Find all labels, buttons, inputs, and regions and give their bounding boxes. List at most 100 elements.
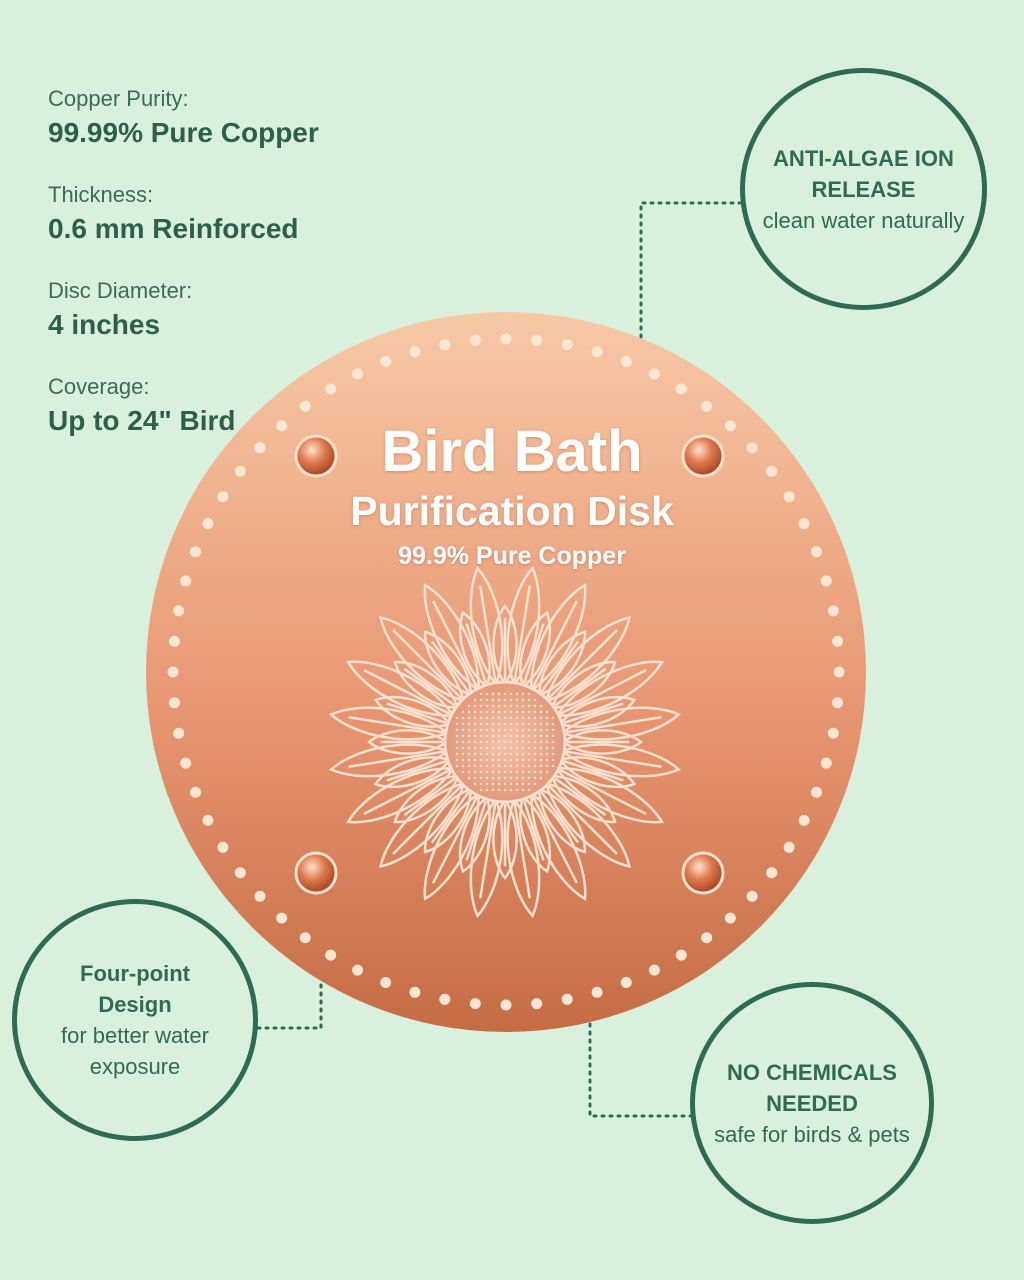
spec-label: Disc Diameter: bbox=[48, 278, 193, 303]
petal-vein bbox=[566, 750, 662, 768]
petal-vein bbox=[348, 750, 444, 768]
seed-dot bbox=[455, 764, 459, 768]
seed-dot bbox=[485, 710, 489, 714]
seed-dot bbox=[521, 698, 525, 702]
perimeter-dot bbox=[173, 727, 185, 739]
seed-dot bbox=[479, 758, 483, 762]
seed-dot bbox=[509, 710, 513, 714]
callout-title: Four-point Design bbox=[80, 961, 190, 1017]
callout-body: clean water naturally bbox=[762, 207, 965, 233]
seed-dot bbox=[491, 692, 495, 696]
perimeter-dot bbox=[798, 814, 810, 826]
seed-dot bbox=[527, 704, 531, 708]
seed-dot bbox=[455, 728, 459, 732]
seed-dot bbox=[533, 716, 537, 720]
seed-dot bbox=[521, 728, 525, 732]
seed-dot bbox=[509, 734, 513, 738]
seed-dot bbox=[521, 788, 525, 792]
seed-dot bbox=[497, 752, 501, 756]
perimeter-dot bbox=[168, 697, 180, 709]
petal bbox=[506, 565, 541, 688]
perimeter-dot bbox=[380, 977, 392, 988]
seed-dot bbox=[485, 740, 489, 744]
seed-dot bbox=[551, 740, 555, 744]
seed-dot bbox=[497, 716, 501, 720]
petal bbox=[346, 660, 456, 717]
seed-dot bbox=[485, 746, 489, 750]
petal-vein bbox=[566, 716, 662, 734]
seed-dot bbox=[527, 776, 531, 780]
petal-vein bbox=[513, 803, 531, 899]
perimeter-dot bbox=[167, 666, 179, 678]
seed-dot bbox=[527, 722, 531, 726]
petal-vein bbox=[547, 784, 618, 855]
seed-dot bbox=[485, 770, 489, 774]
seed-dot bbox=[533, 722, 537, 726]
seed-dot bbox=[467, 764, 471, 768]
petal-vein bbox=[563, 759, 624, 782]
seed-dot bbox=[551, 764, 555, 768]
petal bbox=[557, 756, 637, 789]
seed-dot bbox=[551, 716, 555, 720]
spec-label: Coverage: bbox=[48, 374, 150, 399]
seed-dot bbox=[509, 728, 513, 732]
seed-dot bbox=[545, 752, 549, 756]
spec-thickness: Thickness: 0.6 mm Reinforced bbox=[48, 180, 319, 248]
petal-vein bbox=[386, 759, 447, 782]
seed-dot bbox=[467, 722, 471, 726]
seed-dot bbox=[467, 758, 471, 762]
perimeter-dot bbox=[648, 368, 660, 380]
seed-dot bbox=[485, 752, 489, 756]
perimeter-dot bbox=[827, 605, 839, 617]
petal-vein bbox=[432, 600, 478, 688]
petal-vein bbox=[522, 800, 545, 861]
seed-dot bbox=[539, 752, 543, 756]
petal-vein bbox=[540, 640, 580, 693]
perimeter-dot bbox=[766, 465, 778, 477]
seed-dot bbox=[479, 782, 483, 786]
seed-dot bbox=[533, 740, 537, 744]
seed-dot bbox=[551, 758, 555, 762]
seed-dot bbox=[527, 710, 531, 714]
seed-dot bbox=[509, 758, 513, 762]
seed-dot bbox=[485, 728, 489, 732]
seed-dot bbox=[461, 764, 465, 768]
petal bbox=[423, 583, 480, 693]
petal-vein bbox=[392, 629, 463, 700]
petal bbox=[423, 791, 480, 901]
seed-dot bbox=[551, 728, 555, 732]
seed-dot bbox=[515, 722, 519, 726]
seed-dot bbox=[545, 734, 549, 738]
perimeter-dot bbox=[234, 465, 246, 477]
petal bbox=[506, 796, 541, 919]
seed-dot bbox=[467, 716, 471, 720]
perimeter-dot bbox=[325, 383, 337, 395]
seed-dot bbox=[491, 776, 495, 780]
petal bbox=[458, 794, 491, 874]
seed-dot bbox=[539, 722, 543, 726]
seed-dot bbox=[533, 752, 537, 756]
seed-dot bbox=[521, 692, 525, 696]
seed-dot bbox=[473, 758, 477, 762]
petal bbox=[530, 791, 587, 901]
seed-dot bbox=[497, 788, 501, 792]
spec-value: 99.99% Pure Copper bbox=[48, 117, 319, 148]
seed-dot bbox=[461, 746, 465, 750]
seed-dot bbox=[515, 716, 519, 720]
perimeter-dot bbox=[724, 420, 736, 432]
perimeter-dot bbox=[833, 666, 845, 678]
seed-dot bbox=[497, 770, 501, 774]
seed-dot bbox=[491, 716, 495, 720]
seed-dot bbox=[491, 704, 495, 708]
seed-dot bbox=[533, 782, 537, 786]
seed-dot bbox=[491, 722, 495, 726]
perimeter-dot bbox=[500, 333, 512, 345]
petal bbox=[544, 781, 632, 869]
perimeter-dot bbox=[531, 998, 543, 1010]
seed-dot bbox=[497, 782, 501, 786]
spec-list: Copper Purity: 99.99% Pure Copper Thickn… bbox=[48, 84, 319, 468]
spec-value: Up to 24" Bird bbox=[48, 405, 236, 436]
spec-value: 4 inches bbox=[48, 309, 161, 340]
seed-dot bbox=[473, 764, 477, 768]
petal bbox=[346, 767, 456, 824]
